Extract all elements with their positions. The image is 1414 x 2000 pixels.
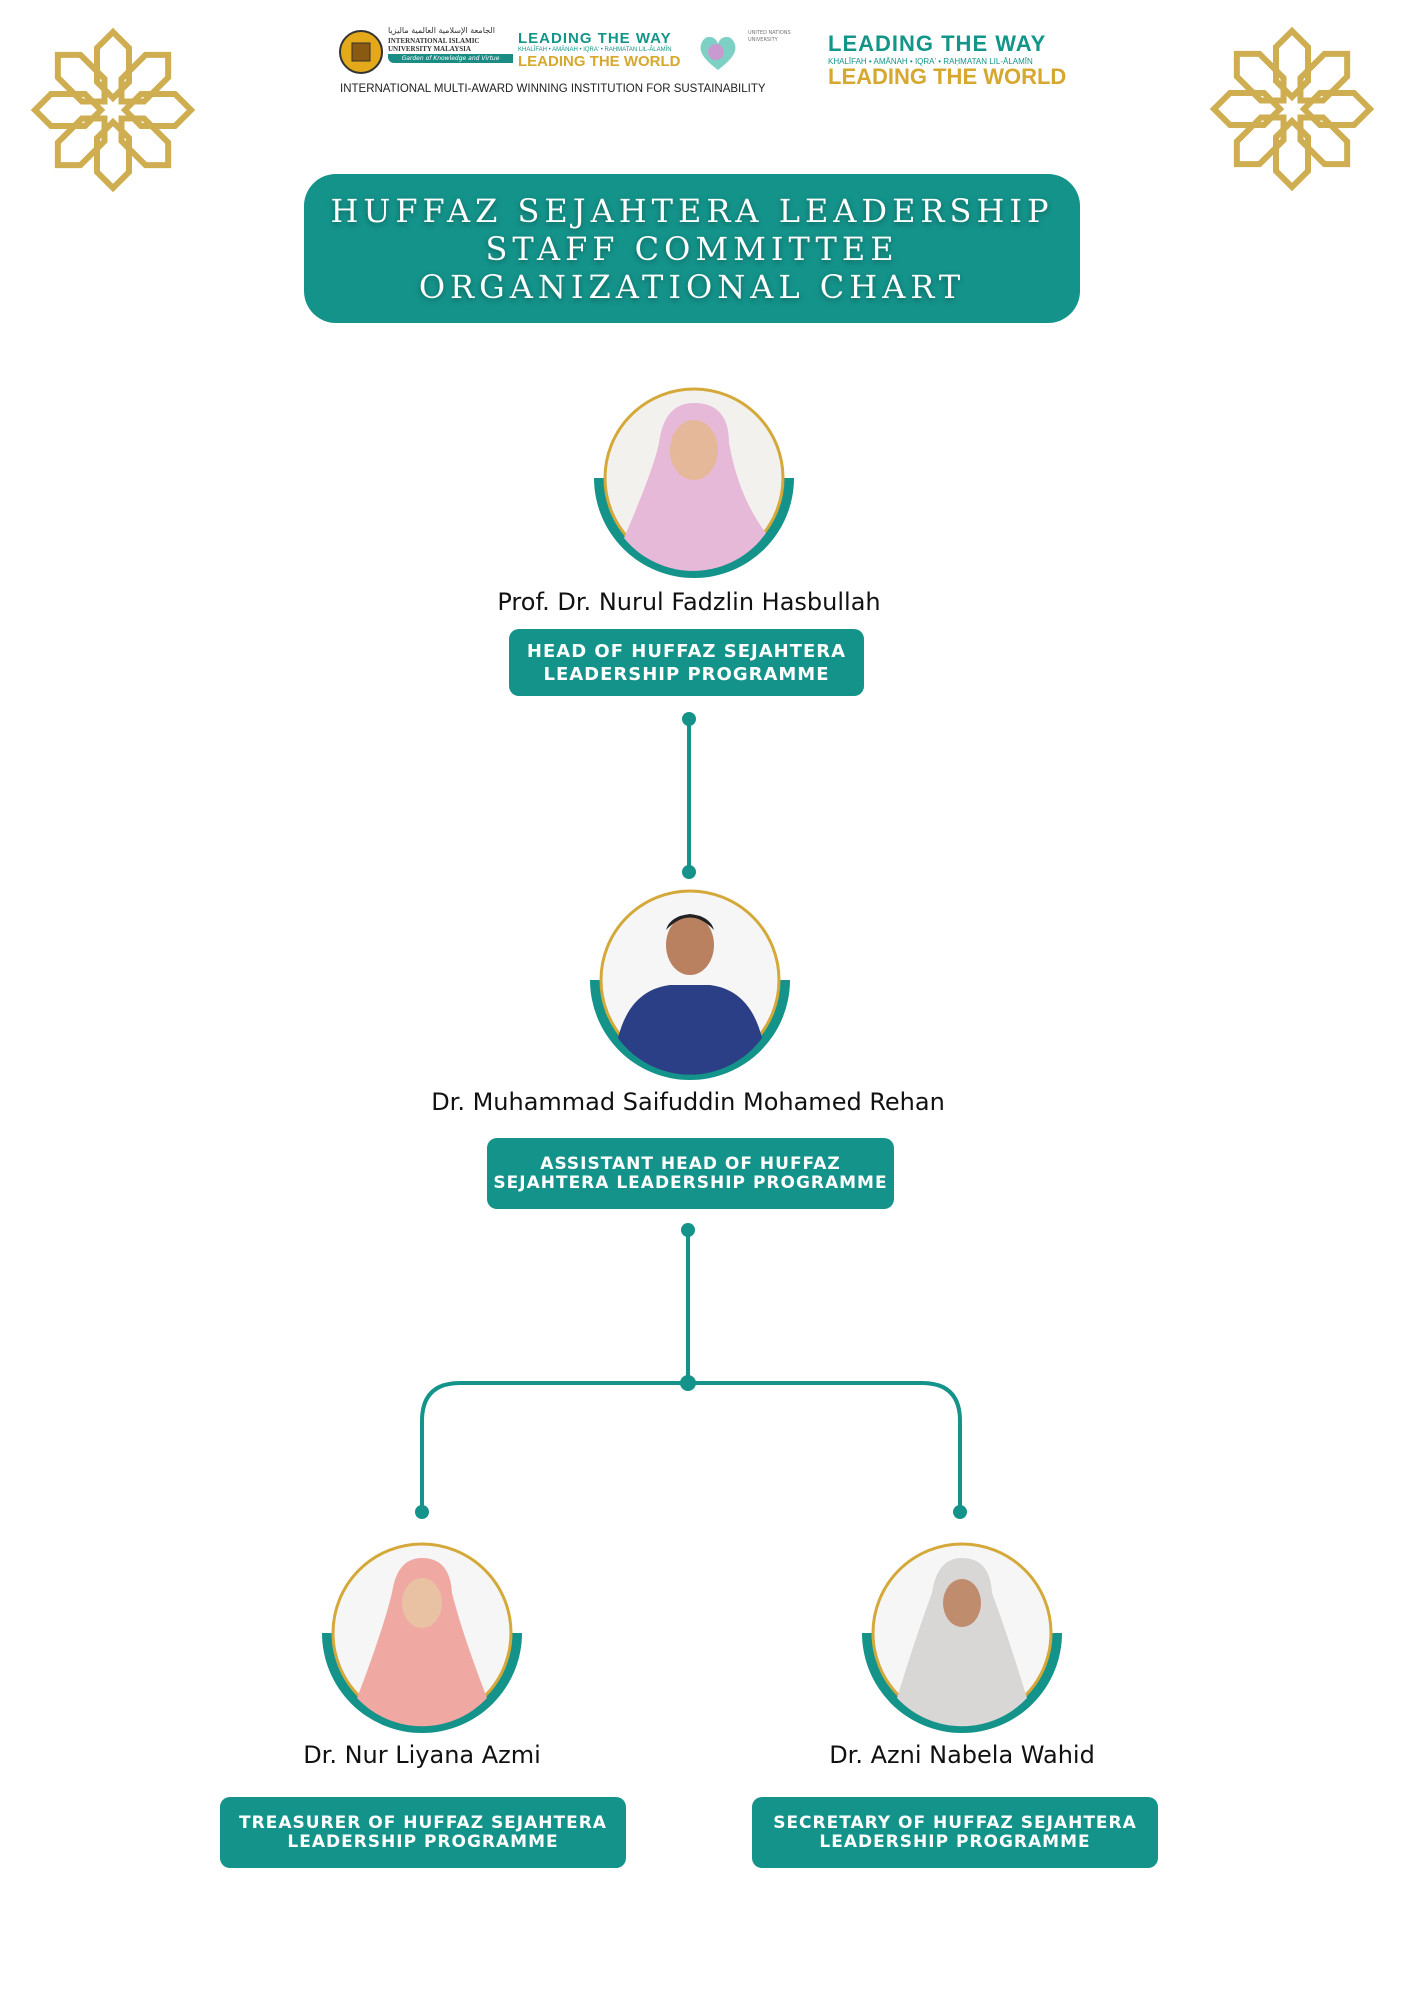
member-photo-head <box>594 387 794 578</box>
slogan-small: LEADING THE WAY KHALĪFAH • AMĀNAH • IQRA… <box>518 30 681 70</box>
slogan-line2: LEADING THE WORLD <box>518 53 681 70</box>
iium-name: INTERNATIONAL ISLAMIC UNIVERSITY MALAYSI… <box>388 37 480 53</box>
role-line: LEADERSHIP PROGRAMME <box>543 663 830 685</box>
values-line: KHALĪFAH • AMĀNAH • IQRA' • RAḤMATAN LIL… <box>518 47 672 53</box>
slogan-large-line2: LEADING THE WORLD <box>828 64 1067 89</box>
slogan-large-line1: LEADING THE WAY <box>828 31 1047 56</box>
role-line: SEJAHTERA LEADERSHIP PROGRAMME <box>493 1172 888 1193</box>
connector-branch <box>420 1381 962 1512</box>
iium-logo-text: الجامعة الإسلامية العالمية ماليزيا INTER… <box>388 26 513 63</box>
member-name: Dr. Nur Liyana Azmi <box>303 1741 541 1769</box>
connector-dot <box>953 1505 967 1519</box>
connector-dot <box>681 1223 695 1237</box>
slogan-large: LEADING THE WAY KHALĪFAH • AMĀNAH • IQRA… <box>828 31 1066 88</box>
iium-arabic-name: الجامعة الإسلامية العالمية ماليزيا <box>388 26 495 35</box>
values-large-line: KHALĪFAH • AMĀNAH • IQRA' • RAḤMATAN LIL… <box>828 57 1033 66</box>
islamic-star-ornament-right <box>1209 26 1375 192</box>
member-name: Prof. Dr. Nurul Fadzlin Hasbullah <box>497 588 881 616</box>
connector-dot <box>682 712 696 726</box>
heart-logo-icon <box>700 36 736 70</box>
role-line: SECRETARY OF HUFFAZ SEJAHTERA <box>773 1812 1137 1833</box>
role-line: LEADERSHIP PROGRAMME <box>287 1831 559 1852</box>
role-line: HEAD OF HUFFAZ SEJAHTERA <box>526 640 847 662</box>
member-photo-treasurer <box>322 1542 522 1733</box>
role-line: ASSISTANT HEAD OF HUFFAZ <box>540 1153 841 1174</box>
member-role-badge: ASSISTANT HEAD OF HUFFAZ SEJAHTERA LEADE… <box>487 1138 894 1209</box>
iium-crest-icon <box>339 30 383 74</box>
member-role-badge: TREASURER OF HUFFAZ SEJAHTERA LEADERSHIP… <box>220 1797 626 1868</box>
member-photo-secretary <box>862 1542 1062 1733</box>
member-name: Dr. Azni Nabela Wahid <box>829 1741 1095 1769</box>
chart-title-box: HUFFAZ SEJAHTERA LEADERSHIP STAFF COMMIT… <box>304 174 1080 323</box>
title-line-3: ORGANIZATIONAL CHART <box>418 267 966 306</box>
title-line-1: HUFFAZ SEJAHTERA LEADERSHIP <box>330 191 1054 230</box>
tagline: INTERNATIONAL MULTI-AWARD WINNING INSTIT… <box>340 83 766 95</box>
header-logo-banner: الجامعة الإسلامية العالمية ماليزيا INTER… <box>338 26 1083 98</box>
iium-motto: Garden of Knowledge and Virtue <box>388 54 513 63</box>
member-role-badge: SECRETARY OF HUFFAZ SEJAHTERA LEADERSHIP… <box>752 1797 1158 1868</box>
title-line-2: STAFF COMMITTEE <box>485 229 899 268</box>
role-line: TREASURER OF HUFFAZ SEJAHTERA <box>239 1812 607 1833</box>
connector-dot <box>682 865 696 879</box>
member-photo-assistant <box>590 889 790 1080</box>
connector-dot <box>415 1505 429 1519</box>
role-line: LEADERSHIP PROGRAMME <box>819 1831 1091 1852</box>
slogan-line1: LEADING THE WAY <box>518 30 672 47</box>
member-role-badge: HEAD OF HUFFAZ SEJAHTERA LEADERSHIP PROG… <box>509 629 864 696</box>
partner-label: UNITED NATIONS UNIVERSITY <box>748 30 791 43</box>
connector-dot <box>680 1375 696 1391</box>
islamic-star-ornament-left <box>30 27 196 193</box>
member-name: Dr. Muhammad Saifuddin Mohamed Rehan <box>431 1088 945 1116</box>
